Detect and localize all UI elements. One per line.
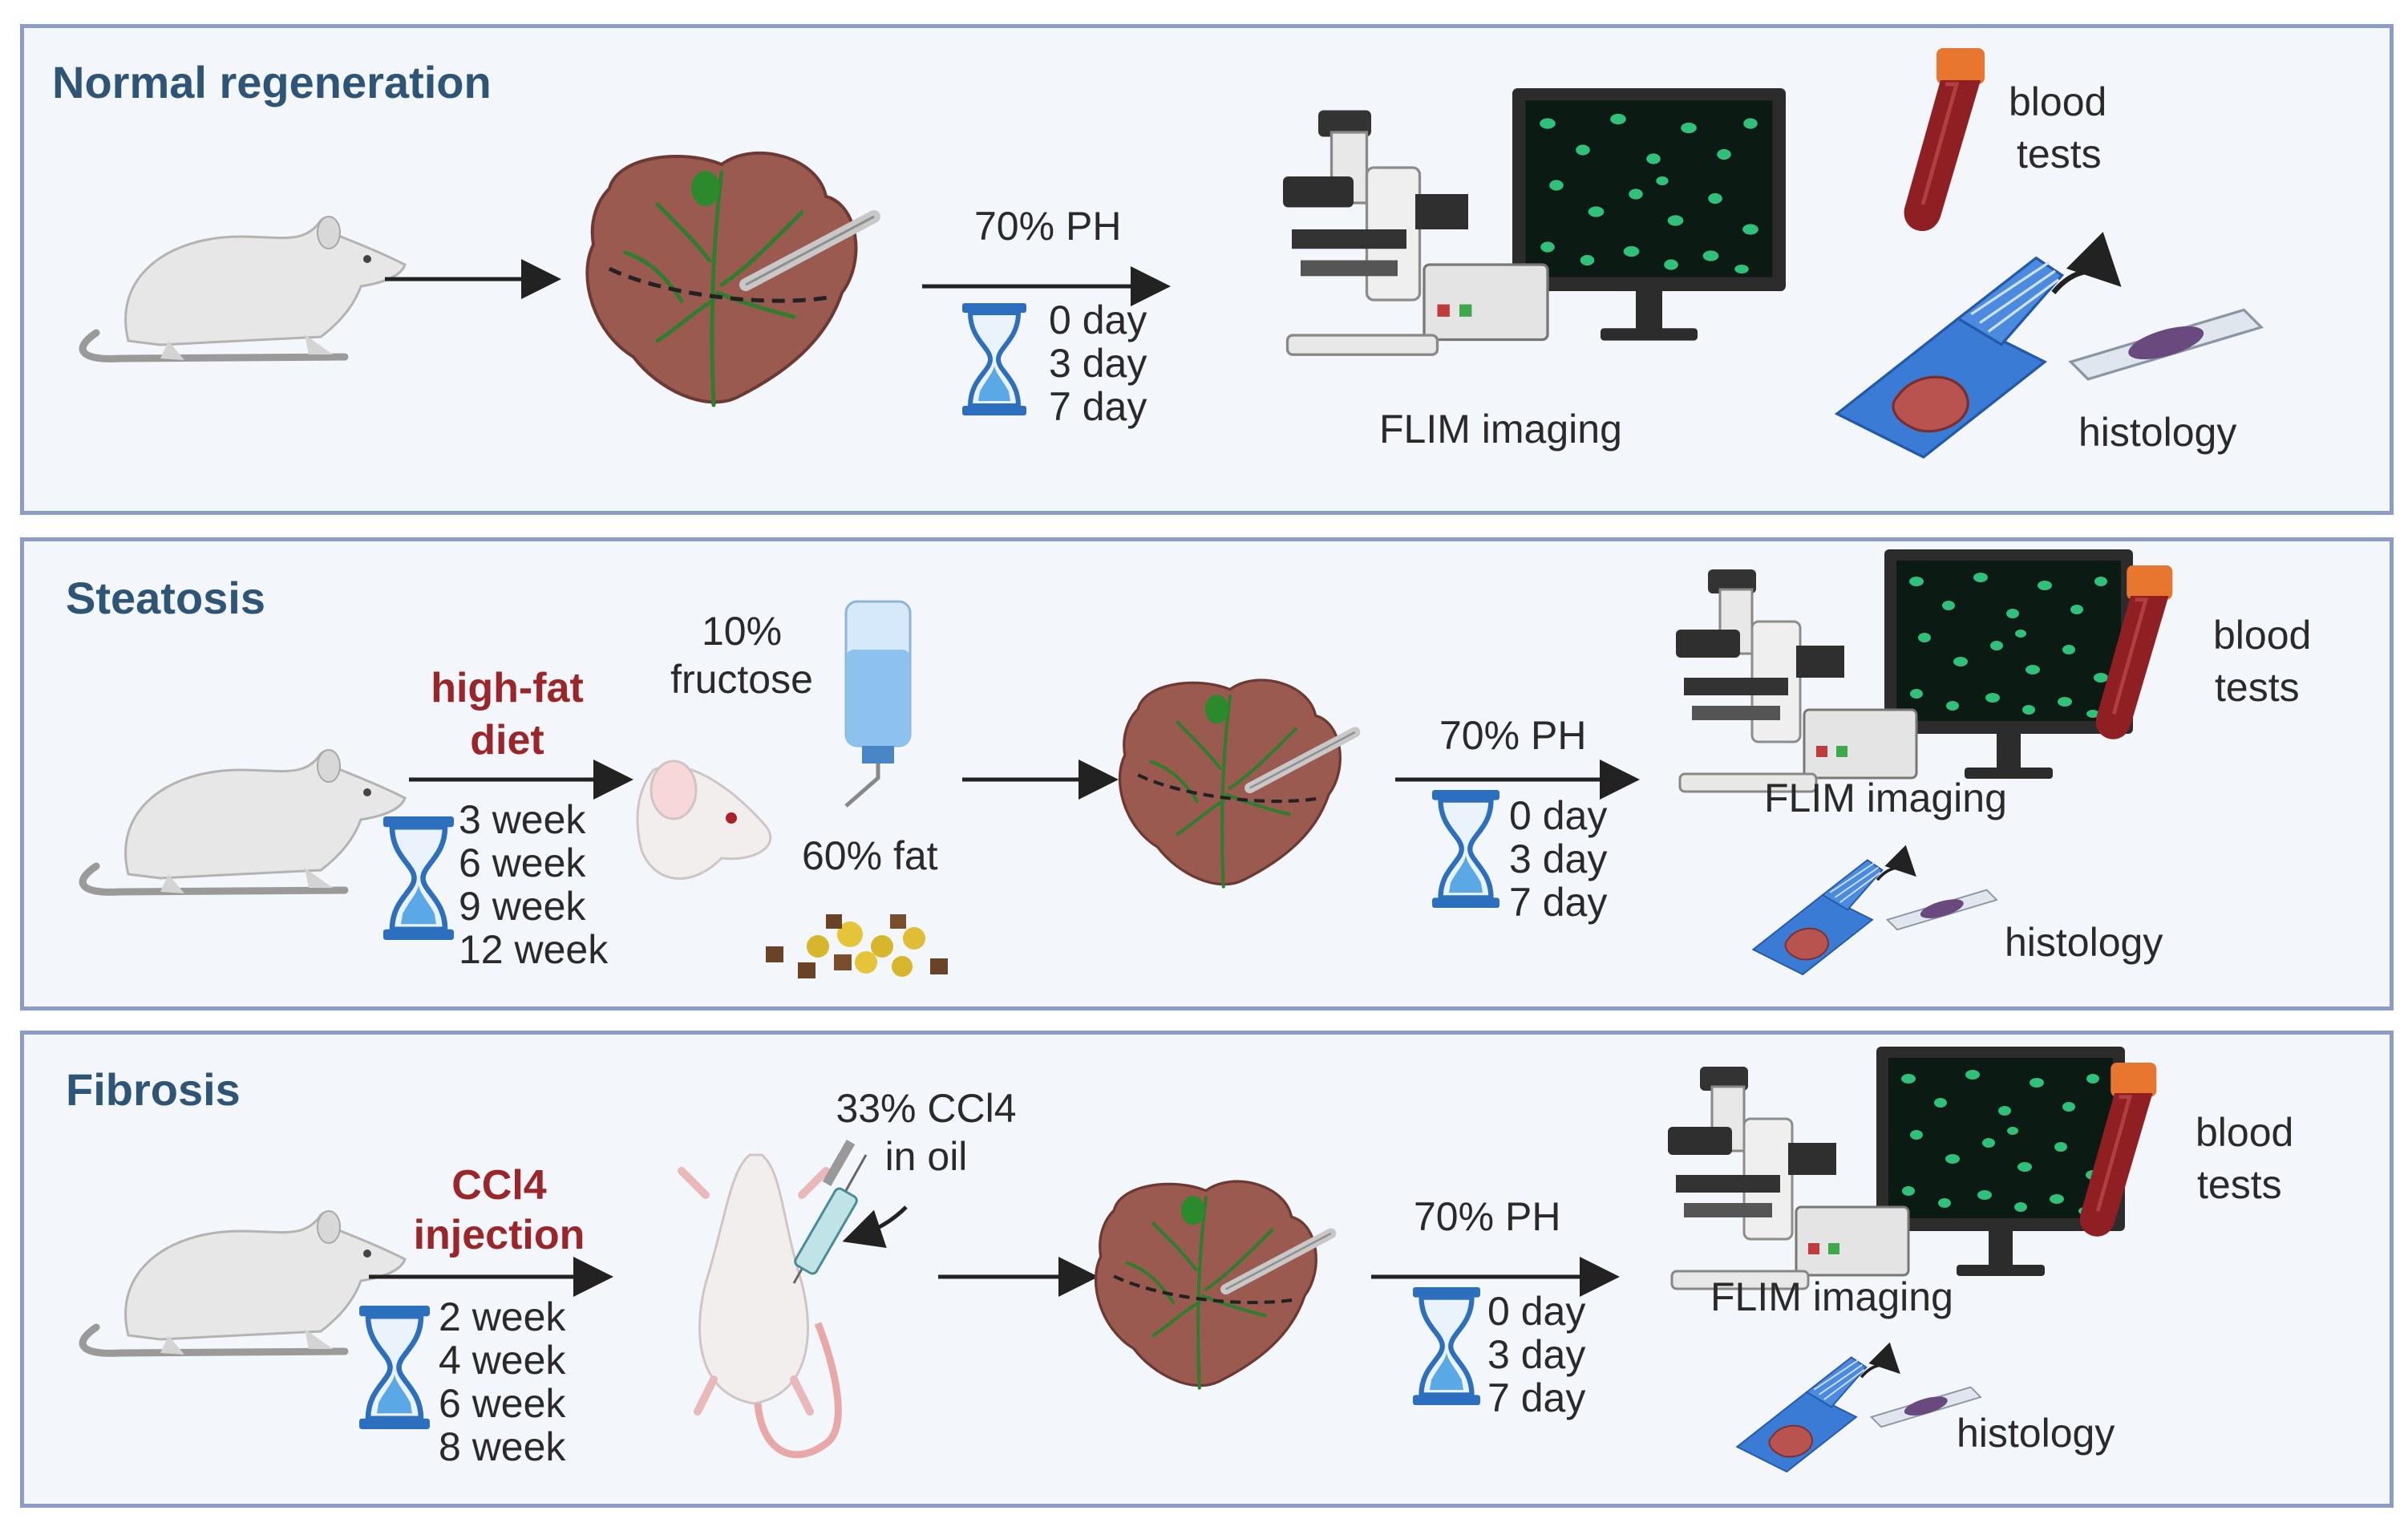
blood-tests-label: tests — [2197, 1162, 2282, 1207]
panel-normal-regeneration — [20, 24, 2394, 515]
timepoint-label: 0 day — [1049, 298, 1147, 342]
timepoint-label: 0 day — [1509, 793, 1608, 838]
mouse-head-icon — [636, 759, 772, 880]
liver-icon — [1096, 1181, 1331, 1388]
treatment-label: injection — [413, 1212, 585, 1258]
syringe-icon — [792, 1140, 868, 1284]
water-label: 10% — [701, 609, 783, 654]
imaging-label: FLIM imaging — [1379, 407, 1622, 452]
microscope-monitor-icon — [1674, 548, 2135, 793]
histology-label: histology — [1957, 1411, 2115, 1456]
blood-tests-label: blood — [2196, 1110, 2294, 1155]
treatment-label: high-fat — [431, 665, 584, 711]
liver-icon — [587, 153, 874, 405]
timepoint-label: 3 day — [1487, 1332, 1586, 1377]
duration-label: 12 week — [459, 927, 609, 972]
procedure-label: 70% PH — [1439, 713, 1587, 758]
procedure-label: 70% PH — [974, 204, 1122, 249]
imaging-label: FLIM imaging — [1764, 776, 2007, 820]
arrow — [842, 1205, 908, 1249]
panel-title: Fibrosis — [66, 1064, 241, 1115]
timepoint-label: 7 day — [1487, 1375, 1586, 1420]
hourglass-icon — [962, 303, 1026, 415]
panel-title: Normal regeneration — [52, 57, 492, 107]
injection-label: 33% CCl4 — [836, 1086, 1017, 1131]
rat-icon — [83, 1211, 405, 1355]
food-label: 60% fat — [802, 833, 938, 878]
blood-tests-label: blood — [2009, 79, 2107, 124]
water-label: fructose — [670, 657, 813, 702]
injection-label: in oil — [884, 1134, 968, 1179]
timepoint-label: 3 day — [1049, 341, 1147, 386]
duration-label: 4 week — [439, 1338, 566, 1383]
timepoint-label: 0 day — [1487, 1289, 1586, 1334]
blood-tests-label: blood — [2213, 613, 2312, 658]
imaging-label: FLIM imaging — [1710, 1274, 1953, 1319]
duration-label: 6 week — [439, 1381, 566, 1426]
rat-icon — [83, 750, 405, 893]
blood-tube-icon — [1904, 48, 1985, 231]
duration-label: 6 week — [459, 840, 586, 885]
histology-cassette-icon — [1753, 860, 1997, 974]
blood-tests-label: tests — [2215, 665, 2300, 710]
hourglass-icon — [383, 816, 454, 940]
food-pellets-icon — [766, 914, 948, 978]
rat-icon — [83, 217, 405, 360]
histology-cassette-icon — [1737, 1357, 1981, 1472]
timepoint-label: 7 day — [1049, 384, 1147, 429]
histology-label: histology — [2078, 410, 2237, 455]
timepoint-label: 3 day — [1509, 836, 1608, 881]
duration-label: 3 week — [459, 797, 586, 842]
hourglass-icon — [359, 1306, 430, 1429]
treatment-label: diet — [470, 717, 544, 764]
mouse-body-icon — [678, 1153, 842, 1459]
procedure-label: 70% PH — [1414, 1194, 1561, 1239]
duration-label: 2 week — [439, 1294, 566, 1339]
panel-title: Steatosis — [66, 573, 265, 623]
microscope-monitor-icon — [1666, 1045, 2127, 1290]
hourglass-icon — [1432, 790, 1499, 908]
hourglass-icon — [1413, 1287, 1480, 1405]
microscope-monitor-icon — [1281, 87, 1787, 356]
duration-label: 9 week — [459, 884, 586, 929]
histology-label: histology — [2005, 920, 2163, 965]
duration-label: 8 week — [439, 1424, 566, 1469]
timepoint-label: 7 day — [1509, 880, 1608, 925]
blood-tests-label: tests — [2017, 132, 2102, 176]
liver-icon — [1120, 680, 1355, 887]
treatment-label: CCl4 — [451, 1162, 547, 1209]
water-bottle-icon — [844, 600, 912, 808]
